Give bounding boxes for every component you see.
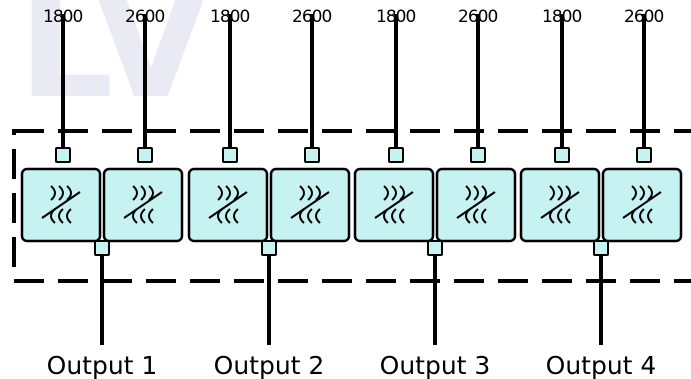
output-port — [427, 240, 443, 256]
input-port — [388, 147, 404, 163]
frequency-label: 1800 — [210, 7, 249, 27]
frequency-label: 1800 — [43, 7, 82, 27]
output-label: Output 4 — [546, 351, 657, 379]
frequency-label: 1800 — [542, 7, 581, 27]
input-port — [554, 147, 570, 163]
output-label: Output 1 — [47, 351, 158, 379]
output-label: Output 3 — [380, 351, 491, 379]
enclosure-dashed-border — [12, 129, 691, 283]
frequency-label: 2600 — [624, 7, 663, 27]
input-port — [55, 147, 71, 163]
frequency-label: 2600 — [125, 7, 164, 27]
frequency-label: 1800 — [376, 7, 415, 27]
output-label: Output 2 — [214, 351, 325, 379]
input-port — [137, 147, 153, 163]
watermark-logo: LV — [18, 0, 209, 132]
frequency-label: 2600 — [458, 7, 497, 27]
input-port — [304, 147, 320, 163]
input-port — [636, 147, 652, 163]
output-port — [261, 240, 277, 256]
output-port — [593, 240, 609, 256]
frequency-label: 2600 — [292, 7, 331, 27]
input-port — [470, 147, 486, 163]
output-port — [94, 240, 110, 256]
input-port — [222, 147, 238, 163]
